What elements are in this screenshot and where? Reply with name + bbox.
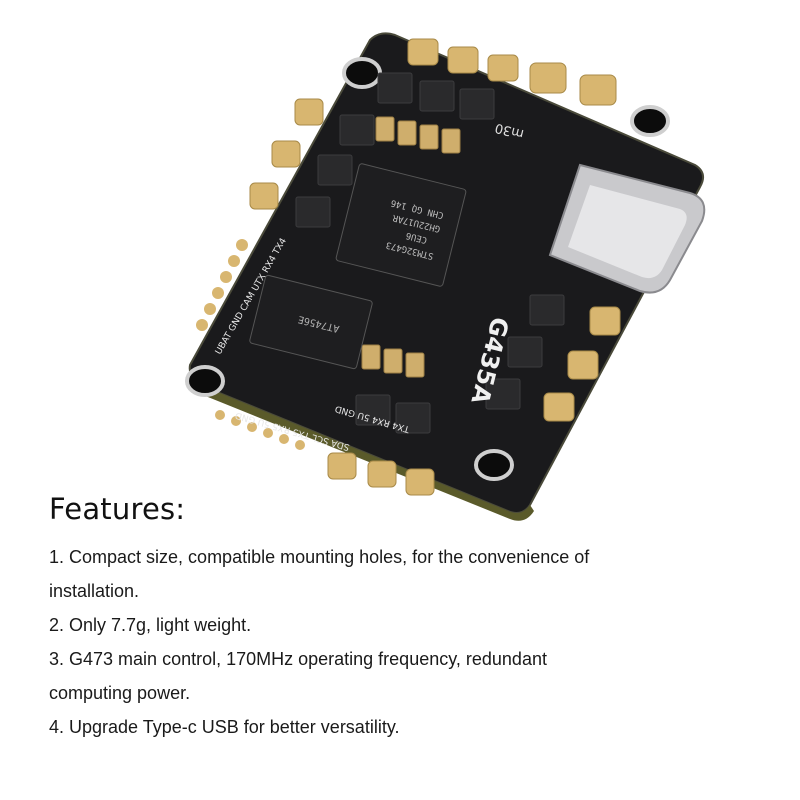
flight-controller-board: STM32G473 CEU6 GH22U17AR CHN GQ 146 AT74…: [185, 32, 706, 521]
feature-line: installation.: [49, 581, 140, 601]
crystal-label: m30: [494, 120, 526, 142]
solder-pads-bottom: [327, 452, 435, 496]
features-list: 1. Compact size, compatible mounting hol…: [49, 540, 769, 744]
signal-pads: [196, 239, 305, 450]
mosfet-chips: [295, 72, 565, 434]
mcu-chip: STM32G473 CEU6 GH22U17AR CHN GQ 146: [335, 163, 467, 287]
feature-line: 1. Compact size, compatible mounting hol…: [49, 547, 590, 567]
solder-pads-right: [543, 306, 621, 422]
feature-line: computing power.: [49, 683, 191, 703]
feature-line: 2. Only 7.7g, light weight.: [49, 615, 252, 635]
feature-line: 3. G473 main control, 170MHz operating f…: [49, 649, 547, 669]
usb-c-connector: [548, 163, 706, 294]
feature-line: 4. Upgrade Type-c USB for better versati…: [49, 717, 400, 737]
solder-pads-top: [407, 38, 617, 106]
capacitors: [361, 116, 461, 378]
product-image: STM32G473 CEU6 GH22U17AR CHN GQ 146 AT74…: [150, 25, 720, 525]
features-section: Features: 1. Compact size, compatible mo…: [49, 492, 769, 744]
features-heading: Features:: [49, 492, 186, 526]
osd-chip: AT7456E: [249, 274, 373, 370]
solder-pads-left: [249, 98, 324, 210]
pcb-edge: [198, 385, 534, 521]
